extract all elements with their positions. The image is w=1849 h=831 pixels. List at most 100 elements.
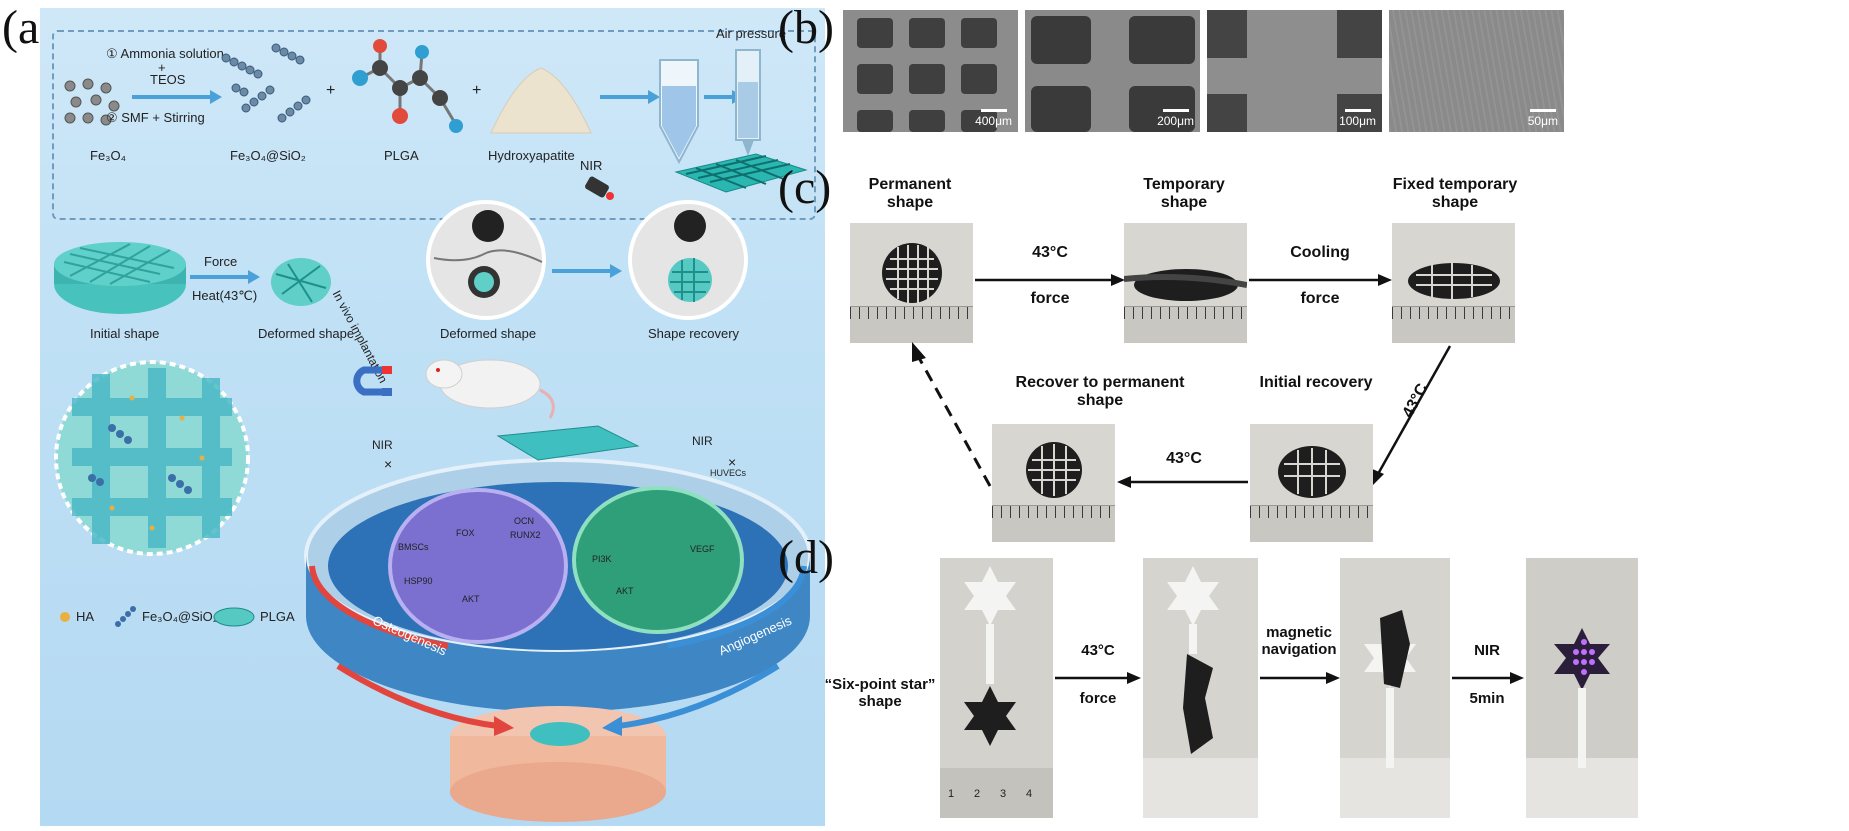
ruler (850, 306, 973, 343)
ruler-num-3: 3 (1000, 788, 1007, 800)
defect-with-deformed-icon (426, 200, 546, 320)
hydroxyapatite-label: Hydroxyapatite (488, 148, 575, 163)
legend-fe-label: Fe₃O₄@SiO₂ (142, 609, 218, 624)
deformed-scaffold-icon (271, 258, 331, 306)
air-pressure-label: Air pressure (716, 26, 787, 41)
plus-sign-2: + (472, 82, 482, 99)
fe3o4-sio2-chains-icon (221, 43, 311, 123)
heat-label: Heat(43℃) (192, 288, 258, 303)
star-recovered-photo (1526, 558, 1638, 818)
nir-time-label: 5min (1469, 690, 1505, 707)
recovery-arrow-icon (552, 264, 622, 278)
arrow-initial-to-recovered-icon (1117, 476, 1248, 488)
scale-label-3: 100μm (1339, 109, 1376, 128)
fixed-temporary-shape-photo (1392, 223, 1515, 343)
plga-label: PLGA (384, 148, 419, 163)
plga-molecule-icon (352, 39, 463, 133)
shape-recovery-label: Shape recovery (648, 326, 740, 341)
huvecs-label: HUVECs (710, 468, 747, 478)
recovered-permanent-photo (992, 424, 1115, 542)
sem-image-3: 100μm (1207, 10, 1382, 132)
force-label-2: force (1300, 290, 1340, 307)
panel-a-schematic: Fe₃O₄ ① Ammonia solution + TEOS ② SMF + … (40, 8, 825, 826)
mix-arrow-icon (600, 90, 660, 104)
initial-recovery-label: Initial recovery (1259, 374, 1373, 391)
hydroxyapatite-pile-icon (490, 67, 592, 134)
deformed-shape-label-1: Deformed shape (258, 326, 355, 341)
ruler (1124, 306, 1247, 343)
arrow-temporary-to-fixed-icon (1249, 274, 1392, 286)
scale-label-2: 200μm (1157, 109, 1194, 128)
arrow-permanent-to-temporary-icon (975, 274, 1125, 286)
scale-label-4: 50μm (1528, 109, 1558, 128)
deformed-shape-label-2: Deformed shape (440, 326, 537, 341)
akt-label-2: AKT (616, 586, 634, 596)
defect-with-recovered-icon (628, 200, 748, 320)
cross-left: × (384, 456, 393, 472)
ruler-num-2: 2 (974, 788, 981, 800)
ruler-base (940, 768, 1053, 818)
ruler-num-4: 4 (1026, 788, 1033, 800)
fixed-temporary-shape-label: Fixed temporary shape (1392, 176, 1518, 211)
ruler (1392, 306, 1515, 343)
recover-to-permanent-label: Recover to permanent shape (1015, 374, 1185, 409)
cooling-label: Cooling (1290, 244, 1350, 261)
nir-left-label: NIR (372, 438, 393, 452)
force-label: Force (204, 254, 238, 269)
fe-chain-legend-icon (115, 606, 136, 627)
rat-icon (425, 359, 555, 419)
nir-right-label: NIR (692, 434, 713, 448)
ruler (992, 505, 1115, 542)
temp-label-bottom: 43°C (1166, 450, 1202, 467)
vegf-label: VEGF (690, 544, 715, 554)
permanent-shape-label: Permanent shape (868, 176, 952, 211)
step1-label: ① Ammonia solution (106, 46, 224, 61)
nir-label: NIR (1474, 642, 1500, 659)
ruler (1250, 505, 1373, 542)
sem-image-2: 200μm (1025, 10, 1200, 132)
plus-label: + (158, 60, 166, 75)
force-label-1: force (1030, 290, 1070, 307)
bmscs-label: BMSCs (398, 542, 429, 552)
temp-label-1: 43°C (1032, 244, 1068, 261)
magnet-icon (353, 366, 392, 396)
star-temp-label: 43°C (1081, 642, 1115, 659)
fe3o4-label: Fe₃O₄ (90, 148, 126, 163)
temporary-shape-label: Temporary shape (1143, 176, 1225, 211)
sem-image-1: 400μm (843, 10, 1018, 132)
arrow-star-deform-icon (1055, 672, 1141, 684)
star-shape-label: “Six-point star” shape (824, 676, 936, 710)
initial-shape-label: Initial shape (90, 326, 160, 341)
arrow-return-dashed-icon (912, 342, 992, 487)
teos-label: TEOS (150, 72, 186, 87)
star-navigated-photo (1340, 558, 1450, 818)
arrow-fixed-to-initial-icon (1370, 345, 1452, 486)
centrifuge-tube-icon (659, 59, 699, 165)
legend-plga-label: PLGA (260, 609, 295, 624)
step2-label: ② SMF + Stirring (106, 110, 205, 125)
star-deformed-photo (1143, 558, 1258, 818)
scaffold-zoom-circle-icon (54, 360, 250, 556)
sem-image-4: 50μm (1389, 10, 1564, 132)
ocn-label: OCN (514, 516, 534, 526)
akt-label-1: AKT (462, 594, 480, 604)
fe3o4-sio2-label: Fe₃O₄@SiO₂ (230, 148, 306, 163)
cross-right: × (728, 454, 737, 470)
scale-label-1: 400μm (975, 109, 1012, 128)
fox-label: FOX (456, 528, 475, 538)
permanent-shape-photo (850, 223, 973, 343)
pi3k-label: PI3K (592, 554, 612, 564)
star-initial-photo: 1 2 3 4 (940, 558, 1053, 818)
ruler-num-1: 1 (948, 788, 955, 800)
temporary-shape-photo (1124, 223, 1247, 343)
synthesis-arrow-icon (132, 90, 222, 104)
arrow-nir-icon (1452, 672, 1524, 684)
runx2-label: RUNX2 (510, 530, 541, 540)
panel-letter-b: (b) (778, 1, 834, 54)
nir-laser-top-icon (585, 176, 614, 200)
initial-recovery-photo (1250, 424, 1373, 542)
ha-legend-icon (60, 612, 70, 622)
synthesis-box (52, 30, 816, 220)
plga-legend-icon (213, 607, 255, 627)
hsp90-label: HSP90 (404, 576, 433, 586)
